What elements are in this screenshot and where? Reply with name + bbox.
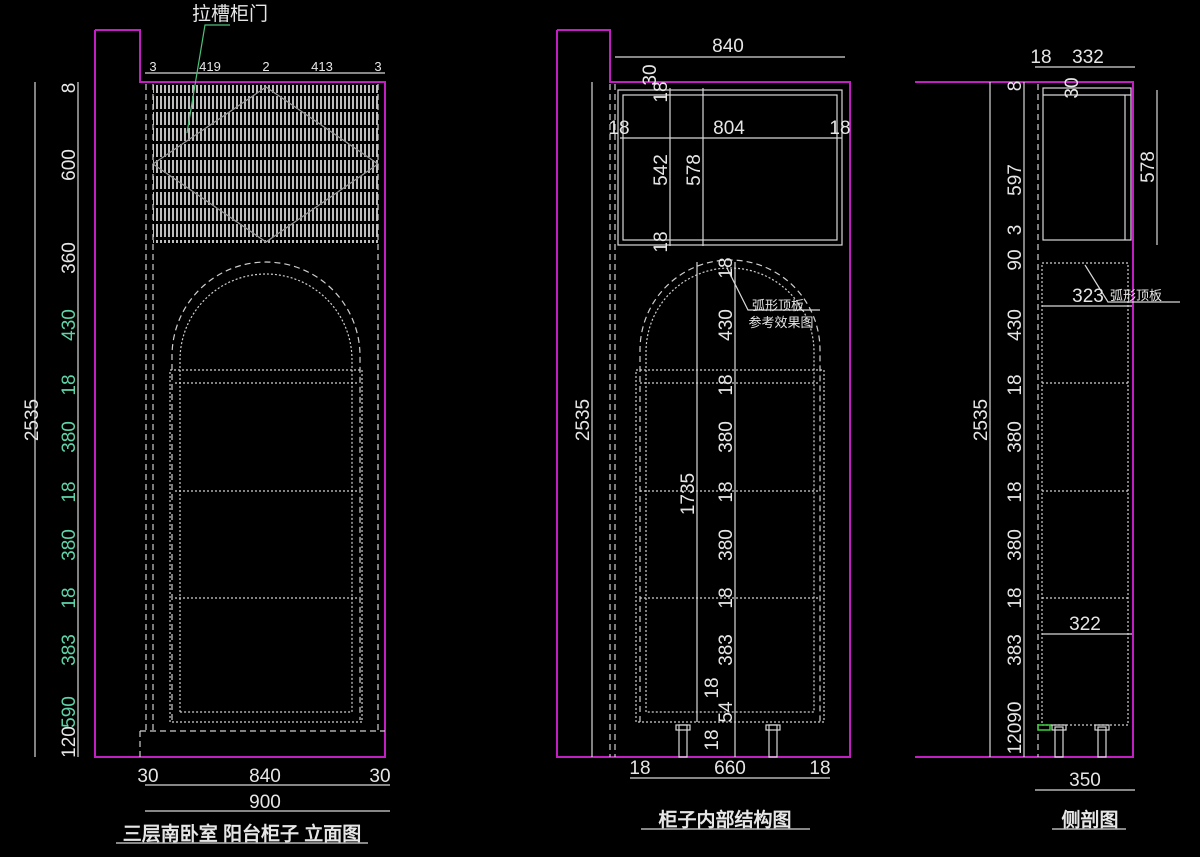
interior-view bbox=[556, 29, 851, 830]
wall-outline bbox=[94, 29, 386, 758]
dim: 578 bbox=[684, 154, 705, 186]
dim: 8 bbox=[59, 83, 80, 94]
dim: 660 bbox=[714, 758, 746, 779]
dim: 600 bbox=[59, 149, 80, 181]
dim: 413 bbox=[311, 59, 333, 74]
dim: 18 bbox=[59, 374, 80, 395]
view-title: 三层南卧室 阳台柜子 立面图 bbox=[123, 822, 362, 845]
dim: 332 bbox=[1072, 47, 1104, 68]
dim: 430 bbox=[59, 309, 80, 341]
dim: 350 bbox=[1069, 770, 1101, 791]
green-marker bbox=[1037, 724, 1051, 731]
dim: 430 bbox=[716, 309, 737, 341]
dim: 18 bbox=[829, 118, 850, 139]
dim: 360 bbox=[59, 242, 80, 274]
top-box bbox=[1042, 87, 1132, 241]
total-height: 2535 bbox=[971, 399, 992, 441]
dim: 18 bbox=[59, 481, 80, 502]
dim: 840 bbox=[712, 36, 744, 57]
dim: 18 bbox=[59, 587, 80, 608]
dim: 323 bbox=[1072, 286, 1104, 307]
dim: 8 bbox=[1005, 81, 1026, 92]
door-diamond bbox=[151, 86, 380, 243]
dim: 804 bbox=[713, 118, 745, 139]
view-title: 柜子内部结构图 bbox=[658, 808, 791, 831]
dim: 30 bbox=[1062, 77, 1083, 98]
dim: 3 bbox=[149, 59, 156, 74]
dim: 380 bbox=[59, 421, 80, 453]
dim: 419 bbox=[199, 59, 221, 74]
dim: 3 bbox=[1005, 225, 1026, 236]
dim: 12090 bbox=[1005, 702, 1026, 755]
dim: 18 bbox=[716, 374, 737, 395]
dim: 18 bbox=[702, 729, 723, 750]
dim: 18 bbox=[1005, 481, 1026, 502]
wall-outline bbox=[556, 29, 851, 758]
dim: 1735 bbox=[678, 473, 699, 515]
slotted-door-panel bbox=[153, 85, 378, 243]
note: 参考效果图 bbox=[748, 315, 813, 330]
dim: 18 bbox=[716, 587, 737, 608]
door-label: 拉槽柜门 bbox=[192, 3, 268, 25]
arch-outline bbox=[171, 261, 361, 720]
total-height: 2535 bbox=[573, 399, 594, 441]
dim: 383 bbox=[59, 634, 80, 666]
top-box bbox=[617, 89, 843, 246]
total-height: 2535 bbox=[22, 399, 43, 441]
dim: 597 bbox=[1005, 164, 1026, 196]
dim: 380 bbox=[716, 421, 737, 453]
dim: 542 bbox=[651, 154, 672, 186]
cabinet-leg bbox=[1097, 726, 1107, 758]
dim: 840 bbox=[249, 766, 281, 787]
dim: 120 bbox=[59, 726, 80, 758]
dim: 18 bbox=[1005, 374, 1026, 395]
dim: 2 bbox=[262, 59, 269, 74]
note: 弧形顶板 bbox=[1110, 288, 1162, 303]
dim: 380 bbox=[1005, 529, 1026, 561]
total-width: 900 bbox=[249, 792, 281, 813]
note-leader bbox=[1084, 264, 1180, 303]
dim: 54 bbox=[716, 701, 737, 723]
dim: 18 bbox=[651, 231, 672, 252]
dim: 578 bbox=[1138, 151, 1159, 183]
dim: 18 bbox=[809, 758, 830, 779]
dim: 590 bbox=[59, 696, 80, 728]
dim: 30 bbox=[137, 766, 158, 787]
dim: 430 bbox=[1005, 309, 1026, 341]
dim: 30 bbox=[640, 64, 661, 85]
dim: 18 bbox=[716, 481, 737, 502]
dim: 380 bbox=[716, 529, 737, 561]
view-title: 侧剖图 bbox=[1061, 808, 1118, 831]
dim: 18 bbox=[1005, 587, 1026, 608]
dim: 383 bbox=[716, 634, 737, 666]
arch-outline bbox=[639, 259, 821, 722]
dim: 30 bbox=[369, 766, 390, 787]
dim: 18 bbox=[716, 257, 737, 278]
door-label-leader bbox=[186, 24, 230, 134]
dim: 18 bbox=[702, 677, 723, 698]
dim: 18 bbox=[651, 81, 672, 102]
side-view bbox=[915, 66, 1180, 830]
dim: 18 bbox=[629, 758, 650, 779]
elevation-view bbox=[34, 24, 390, 844]
dim: 3 bbox=[374, 59, 381, 74]
dim: 90 bbox=[1005, 249, 1026, 270]
cabinet-leg bbox=[1054, 726, 1064, 758]
dim: 383 bbox=[1005, 634, 1026, 666]
dim: 18 bbox=[608, 118, 629, 139]
dim: 18 bbox=[1030, 47, 1051, 68]
dim: 322 bbox=[1069, 614, 1101, 635]
dim: 380 bbox=[1005, 421, 1026, 453]
dim: 380 bbox=[59, 529, 80, 561]
note-leader bbox=[726, 267, 820, 311]
note: 弧形顶板 bbox=[752, 298, 804, 313]
